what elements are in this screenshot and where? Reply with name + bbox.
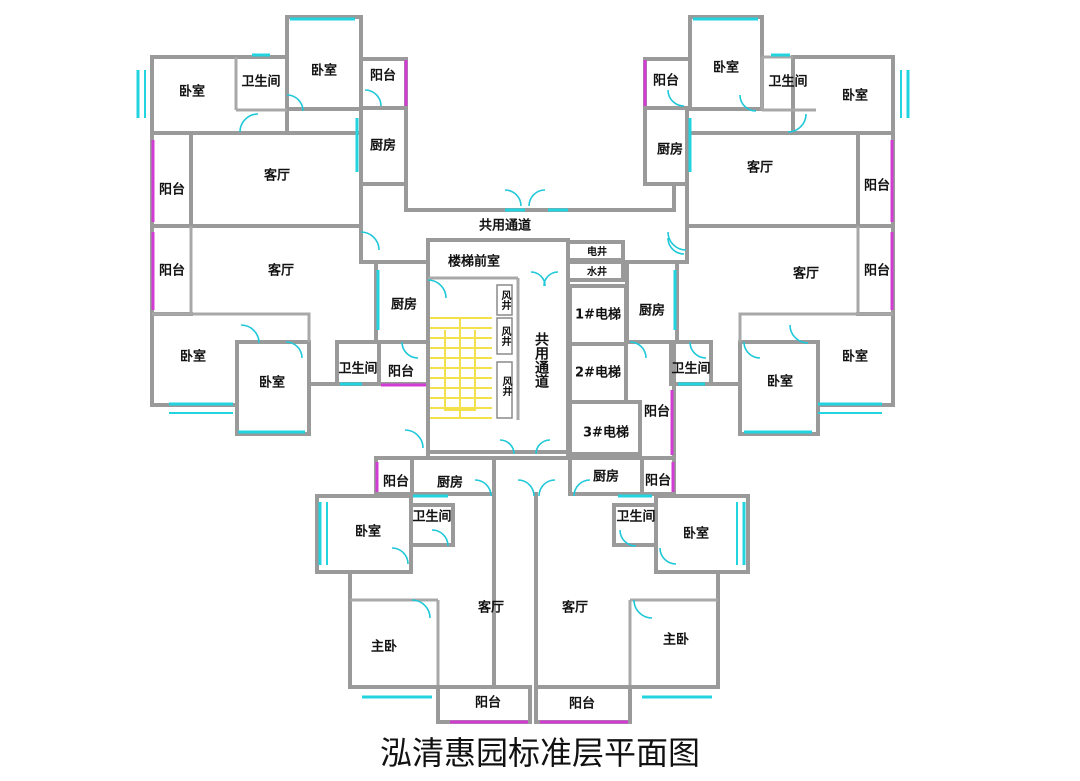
plan-title: 泓清惠园标准层平面图 — [379, 734, 700, 772]
label-elevator2: 2#电梯 — [575, 365, 621, 381]
label-vent1: 风井 — [499, 290, 511, 311]
label-ml-bedroom1: 卧室 — [180, 349, 206, 365]
label-ul-bath: 卫生间 — [241, 74, 280, 90]
label-bl-living: 客厅 — [478, 600, 504, 616]
label-bl-balcony: 阳台 — [383, 474, 409, 490]
label-ml-bedroom2: 卧室 — [259, 375, 285, 391]
label-br-balcony: 阳台 — [645, 473, 671, 489]
door-swings — [239, 89, 809, 619]
label-mr-balcony-side: 阳台 — [864, 263, 890, 279]
label-corridor-top: 共用通道 — [479, 218, 531, 234]
label-bl-kitchen: 厨房 — [437, 475, 463, 491]
label-ul-kitchen: 厨房 — [370, 138, 396, 154]
label-ul-balcony-top: 阳台 — [370, 68, 396, 84]
label-ml-balcony: 阳台 — [388, 364, 414, 380]
label-stair-lobby: 楼梯前室 — [448, 254, 500, 270]
staircase — [430, 317, 492, 419]
label-mr-bath: 卫生间 — [671, 361, 710, 377]
label-br-master: 主卧 — [663, 632, 689, 648]
label-br-living: 客厅 — [562, 600, 588, 616]
label-mr-balcony: 阳台 — [644, 404, 670, 420]
label-elevator3: 3#电梯 — [583, 425, 629, 441]
label-mr-kitchen: 厨房 — [639, 303, 665, 319]
label-ur-balcony-side: 阳台 — [864, 178, 890, 194]
label-mr-living: 客厅 — [793, 266, 819, 282]
room-labels: 卧室 卫生间 卧室 阳台 厨房 客厅 阳台 阳台 客厅 厨房 卧室 卧室 卫生间… — [159, 60, 890, 712]
label-ur-balcony-top: 阳台 — [653, 73, 679, 89]
label-br-kitchen: 厨房 — [593, 469, 619, 485]
label-ur-bedroom2: 卧室 — [842, 88, 868, 104]
label-bl-bedroom: 卧室 — [355, 524, 381, 540]
label-ur-bath: 卫生间 — [768, 74, 807, 90]
label-br-bedroom: 卧室 — [683, 526, 709, 542]
label-br-balcony-bottom: 阳台 — [569, 696, 595, 712]
label-ml-bath: 卫生间 — [338, 361, 377, 377]
label-ml-living: 客厅 — [268, 263, 294, 279]
label-ml-kitchen: 厨房 — [391, 297, 417, 313]
windows — [136, 17, 910, 699]
label-ul-bedroom1: 卧室 — [179, 84, 205, 100]
label-corridor-center: 共用通道 — [533, 331, 549, 389]
label-ur-bedroom1: 卧室 — [713, 60, 739, 76]
label-br-bath: 卫生间 — [616, 509, 655, 525]
label-vent3: 风井 — [500, 376, 512, 397]
label-ml-balcony-side: 阳台 — [159, 263, 185, 279]
label-bl-master: 主卧 — [371, 639, 397, 655]
label-vent2: 风井 — [499, 326, 511, 347]
label-ul-bedroom2: 卧室 — [311, 63, 337, 79]
label-mr-bedroom1: 卧室 — [767, 374, 793, 390]
label-bl-bath: 卫生间 — [412, 509, 451, 525]
walls — [150, 15, 895, 724]
label-elevator1: 1#电梯 — [575, 307, 621, 323]
label-ur-living: 客厅 — [747, 160, 773, 176]
label-ur-kitchen: 厨房 — [657, 142, 683, 158]
label-elec-shaft: 电井 — [587, 245, 607, 258]
label-mr-bedroom2: 卧室 — [842, 349, 868, 365]
label-ul-living: 客厅 — [264, 168, 290, 184]
label-water-shaft: 水井 — [586, 265, 607, 278]
label-bl-balcony-bottom: 阳台 — [475, 695, 501, 711]
balcony-rails — [151, 60, 894, 724]
label-ul-balcony-side: 阳台 — [159, 182, 185, 198]
